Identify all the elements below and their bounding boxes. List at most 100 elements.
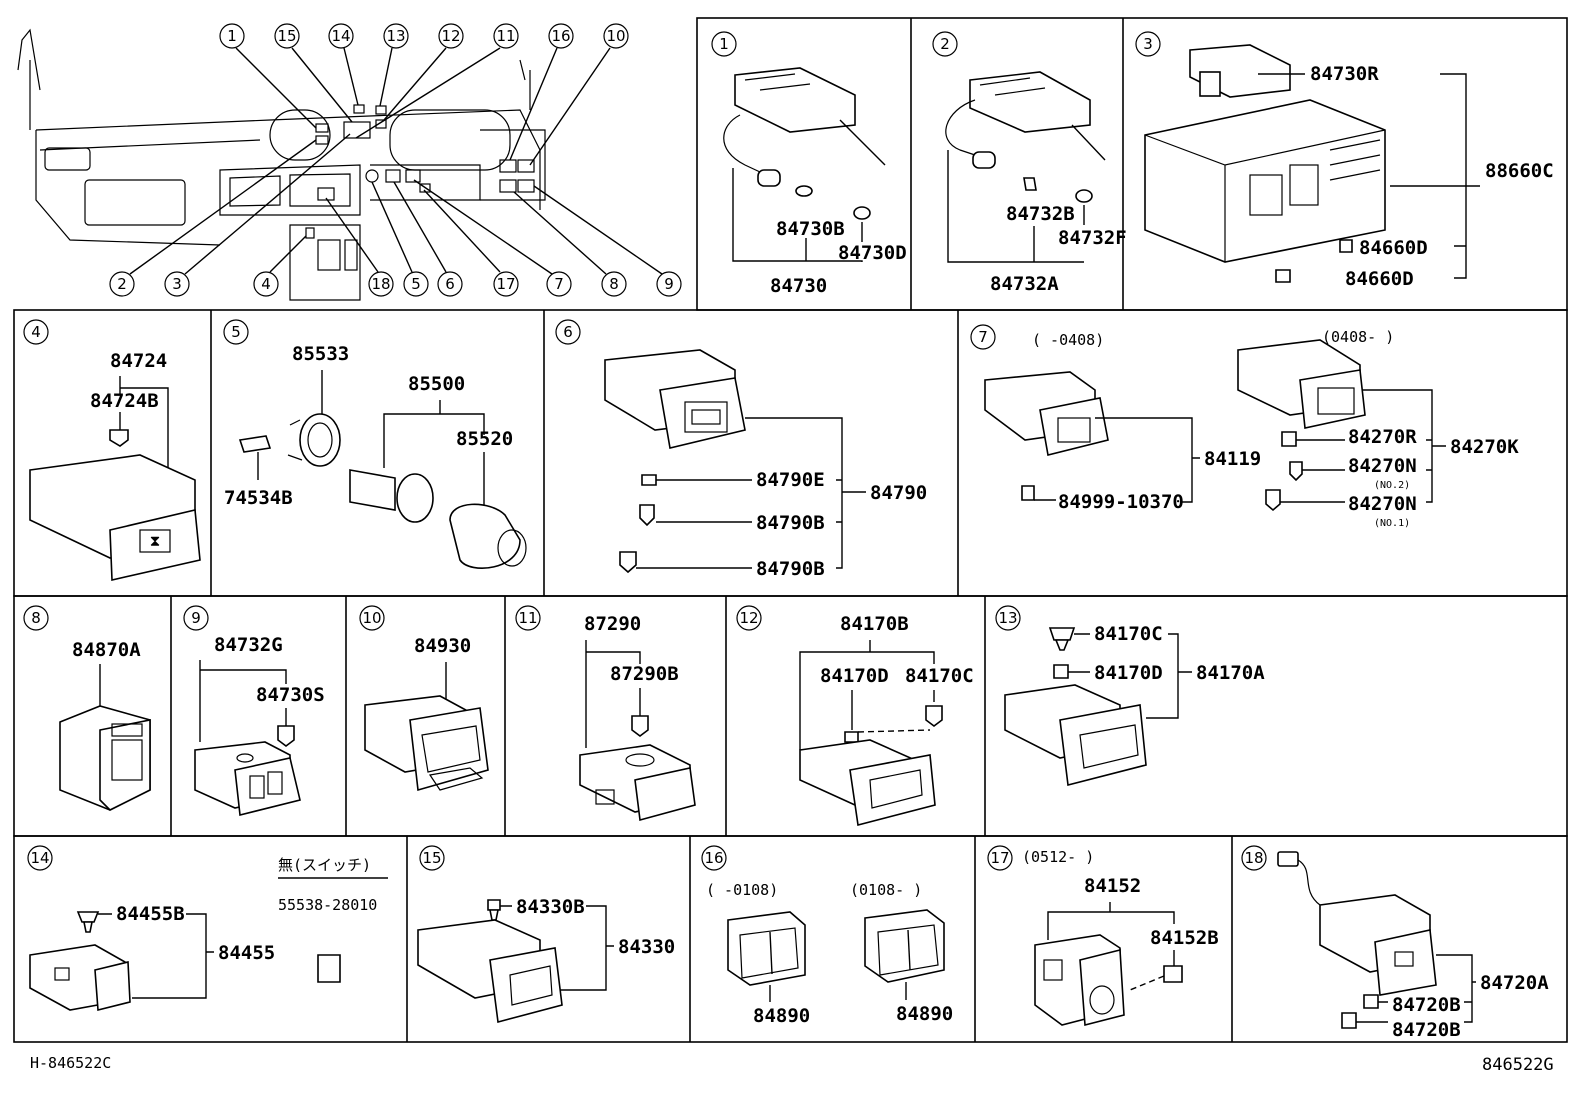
- part-85533: 85533: [292, 343, 349, 365]
- part-84720A: 84720A: [1480, 972, 1549, 994]
- svg-text:10: 10: [606, 27, 625, 45]
- period-label: (0512- ): [1022, 848, 1094, 866]
- part-84732A: 84732A: [990, 273, 1059, 295]
- panel-number: 5: [231, 323, 241, 341]
- svg-text:7: 7: [554, 275, 564, 293]
- svg-text:15: 15: [277, 27, 296, 45]
- panel-number: 13: [998, 609, 1017, 627]
- panel-6: 6 84790E 84790 84790B 84790B: [555, 319, 927, 580]
- part-84730S: 84730S: [256, 684, 325, 706]
- callout-13: 13: [379, 23, 409, 107]
- part-84330B: 84330B: [516, 896, 585, 918]
- period-label-a: ( -0408): [1032, 331, 1104, 349]
- svg-text:2: 2: [117, 275, 127, 293]
- svg-text:9: 9: [664, 275, 674, 293]
- part-84790: 84790: [870, 482, 927, 504]
- callout-17: 17: [423, 189, 519, 297]
- panel-grid: [13, 17, 1568, 1043]
- panel-number: 4: [31, 323, 41, 341]
- part-84170D: 84170D: [820, 665, 889, 687]
- overview-callouts: 1 15 14 13 12 11 16 10 2 3 4 18 5 6 17 7…: [109, 23, 682, 297]
- callout-2: 2: [109, 139, 317, 297]
- svg-text:17: 17: [496, 275, 515, 293]
- part-84730R: 84730R: [1310, 63, 1379, 85]
- svg-text:3: 3: [172, 275, 182, 293]
- panel-9: 9 84732G 84730S: [183, 605, 325, 816]
- callout-8: 8: [513, 191, 627, 297]
- part-84730B: 84730B: [776, 218, 845, 240]
- part-84999-10370: 84999-10370: [1058, 491, 1184, 513]
- callout-12: 12: [383, 23, 464, 121]
- part-74534B: 74534B: [224, 487, 293, 509]
- part-84732G: 84732G: [214, 634, 283, 656]
- part-84660D: 84660D: [1359, 237, 1428, 259]
- part-84790E: 84790E: [756, 469, 825, 491]
- part-84890: 84890: [753, 1005, 810, 1027]
- panel-16: 16 ( -0108) (0108- ) 84890 84890: [701, 845, 953, 1027]
- footer-right-code: 846522G: [1482, 1055, 1554, 1075]
- callout-1: 1: [219, 23, 317, 129]
- part-84660D: 84660D: [1345, 268, 1414, 290]
- period-label-b: (0408- ): [1322, 328, 1394, 346]
- panel-number: 2: [940, 35, 950, 53]
- part-84170B: 84170B: [840, 613, 909, 635]
- callout-6: 6: [393, 181, 463, 297]
- callout-16: 16: [509, 23, 574, 161]
- svg-text:8: 8: [609, 275, 619, 293]
- switch-symbol: ⧗: [150, 532, 161, 550]
- part-84730: 84730: [770, 275, 827, 297]
- part-87290: 87290: [584, 613, 641, 635]
- svg-text:5: 5: [411, 275, 421, 293]
- period-label-b: (0108- ): [850, 881, 922, 899]
- part-84724: 84724: [110, 350, 167, 372]
- panel-number: 14: [30, 849, 49, 867]
- panel-15: 15 84330B 84330: [417, 845, 675, 1024]
- part-84930: 84930: [414, 635, 471, 657]
- part-84732F: 84732F: [1058, 227, 1127, 249]
- panel-number: 8: [31, 609, 41, 627]
- footer-left-code: H-846522C: [30, 1054, 111, 1072]
- panel-number: 11: [518, 609, 537, 627]
- callout-4: 4: [253, 235, 307, 297]
- panel-number: 6: [563, 323, 573, 341]
- part-84119: 84119: [1204, 448, 1261, 470]
- part-84870A: 84870A: [72, 639, 141, 661]
- svg-text:1: 1: [227, 27, 237, 45]
- panel-number: 16: [704, 849, 723, 867]
- part-84330: 84330: [618, 936, 675, 958]
- callout-3: 3: [164, 133, 351, 297]
- note-no2: (NO.2): [1374, 480, 1410, 491]
- panel-13: 13 84170C 84170D 84170A: [995, 605, 1265, 787]
- panel-12: 12 84170B 84170D 84170C: [736, 605, 974, 826]
- part-84455: 84455: [218, 942, 275, 964]
- panel-17: 17 (0512- ) 84152 84152B: [987, 845, 1219, 1027]
- svg-text:11: 11: [496, 27, 515, 45]
- panel-number: 10: [362, 609, 381, 627]
- panel-number: 17: [990, 849, 1009, 867]
- part-84270N: 84270N: [1348, 493, 1417, 515]
- callout-15: 15: [274, 23, 353, 123]
- svg-text:18: 18: [371, 275, 390, 293]
- svg-text:4: 4: [261, 275, 271, 293]
- part-84455B: 84455B: [116, 903, 185, 925]
- part-84720B: 84720B: [1392, 994, 1461, 1016]
- svg-text:12: 12: [441, 27, 460, 45]
- callout-18: 18: [325, 197, 394, 297]
- part-84170C: 84170C: [905, 665, 974, 687]
- panel-number: 7: [978, 328, 988, 346]
- panel-4: 4 84724 84724B ⧗: [23, 319, 201, 581]
- part-87290B: 87290B: [610, 663, 679, 685]
- callout-5: 5: [371, 181, 429, 297]
- svg-text:14: 14: [331, 27, 350, 45]
- panel-5: 5 85533 85500 85520 74534B: [223, 319, 527, 569]
- svg-text:6: 6: [445, 275, 455, 293]
- panel-8: 8 84870A: [23, 605, 151, 811]
- part-55538-28010: 55538-28010: [278, 896, 377, 914]
- part-88660C: 88660C: [1485, 160, 1554, 182]
- period-label-a: ( -0108): [706, 881, 778, 899]
- callout-11: 11: [355, 23, 519, 139]
- panel-14: 14 無(スイッチ) 55538-28010 84455B 84455: [27, 845, 388, 1012]
- panel-number: 12: [739, 609, 758, 627]
- callout-14: 14: [328, 23, 359, 106]
- panel-number: 18: [1244, 849, 1263, 867]
